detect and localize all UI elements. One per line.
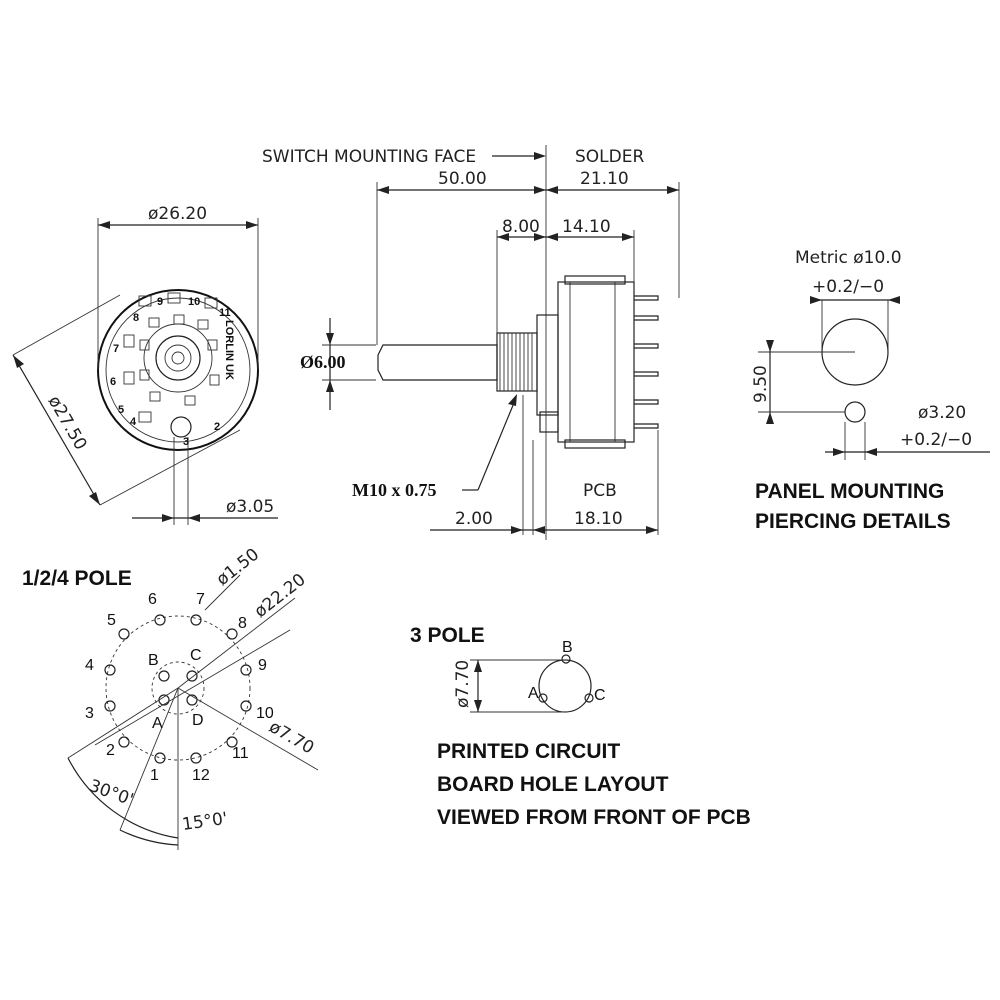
angle-30: 30°0' bbox=[86, 776, 136, 810]
panel-title-line2: PIERCING DETAILS bbox=[755, 510, 951, 533]
dim-950: 9.50 bbox=[751, 365, 771, 403]
pin-B: B bbox=[148, 652, 159, 669]
three-pole-title: 3 POLE bbox=[410, 624, 485, 647]
thread-label: M10 x 0.75 bbox=[352, 480, 437, 500]
switch-mounting-face-label: SWITCH MOUNTING FACE bbox=[262, 147, 476, 167]
pole-layout-title: 1/2/4 POLE bbox=[22, 567, 132, 590]
three-pole-pin-B: B bbox=[562, 639, 573, 656]
threaded-bush bbox=[496, 332, 538, 392]
caption-line3: VIEWED FROM FRONT OF PCB bbox=[437, 806, 751, 829]
pcb-label: PCB bbox=[583, 481, 617, 501]
three-pole-pin-C: C bbox=[594, 687, 606, 704]
face-digit-8: 8 bbox=[133, 312, 139, 324]
inner-pitch-circle bbox=[151, 661, 205, 715]
dim-2: 2.00 bbox=[455, 509, 493, 529]
bush-outline bbox=[143, 323, 213, 393]
pcb-caption: PRINTED CIRCUIT BOARD HOLE LAYOUT VIEWED… bbox=[437, 740, 751, 829]
three-pole-pin-A: A bbox=[528, 685, 539, 702]
outer-pitch-circle bbox=[105, 615, 251, 761]
dim-21: 21.10 bbox=[580, 169, 629, 189]
panel-tolerance-2: +0.2/−0 bbox=[900, 430, 972, 450]
panel-locating-hole bbox=[844, 401, 866, 423]
shaft-bore bbox=[164, 344, 192, 372]
dim-320: ø3.20 bbox=[918, 403, 966, 423]
dim-14: 14.10 bbox=[562, 217, 611, 237]
inner-holes bbox=[158, 670, 198, 706]
panel-tolerance-1: +0.2/−0 bbox=[812, 277, 884, 297]
pin-8: 8 bbox=[238, 615, 247, 632]
face-digit-7: 7 bbox=[113, 343, 119, 355]
panel-piercing: Metric ø10.0 +0.2/−0 9.50 ø3.20 +0.2/−0 … bbox=[751, 248, 990, 533]
dim-stop-dia: ø3.05 bbox=[226, 497, 274, 517]
shaft-center bbox=[171, 351, 185, 365]
pin-D: D bbox=[192, 712, 204, 729]
pin-2: 2 bbox=[106, 742, 115, 759]
panel-metric-dia: Metric ø10.0 bbox=[795, 248, 902, 268]
pin-4: 4 bbox=[85, 657, 94, 674]
three-pole-pitch-circle bbox=[538, 659, 592, 713]
solder-label: SOLDER bbox=[575, 147, 644, 167]
switch-face-ring bbox=[105, 297, 251, 443]
face-digit-10: 10 bbox=[188, 296, 200, 308]
pin-A: A bbox=[152, 715, 163, 732]
dim-outer-dia: ø27.50 bbox=[44, 393, 91, 454]
pin-3: 3 bbox=[85, 705, 94, 722]
three-pole-layout: 3 POLE ø7.70 A B C bbox=[410, 624, 606, 713]
pin-9: 9 bbox=[258, 657, 267, 674]
pole-layout: 1/2/4 POLE 1 2 3 4 5 bbox=[22, 544, 319, 850]
face-digit-11: 11 bbox=[219, 307, 231, 319]
side-view: SWITCH MOUNTING FACE SOLDER 50.00 21.10 … bbox=[262, 145, 680, 540]
pin-7: 7 bbox=[196, 591, 205, 608]
face-brand-label: LORLIN UK bbox=[223, 320, 235, 380]
face-digit-3: 3 bbox=[183, 436, 189, 448]
dim-body-dia: ø26.20 bbox=[148, 204, 207, 224]
shaft bbox=[377, 344, 498, 381]
top-view: 2 3 4 5 6 7 8 9 10 11 LORLIN UK ø26.20 ø… bbox=[12, 204, 278, 525]
caption-line1: PRINTED CIRCUIT bbox=[437, 740, 620, 763]
dim-8: 8.00 bbox=[502, 217, 540, 237]
dim-line-outer-dia bbox=[12, 354, 101, 506]
dim-18: 18.10 bbox=[574, 509, 623, 529]
flange bbox=[536, 314, 559, 416]
contact-slots bbox=[123, 292, 220, 423]
outer-holes bbox=[104, 614, 252, 764]
pin-1: 1 bbox=[150, 767, 159, 784]
face-digit-5: 5 bbox=[118, 404, 124, 416]
face-digit-6: 6 bbox=[110, 376, 116, 388]
dim-shaft-dia: Ø6.00 bbox=[300, 352, 346, 372]
three-pole-dim: ø7.70 bbox=[453, 660, 473, 708]
pin-10: 10 bbox=[256, 705, 274, 722]
face-digit-4: 4 bbox=[130, 416, 137, 428]
dim-outer-pitch: ø22.20 bbox=[251, 570, 310, 622]
stop-pin bbox=[170, 416, 192, 438]
face-digit-2: 2 bbox=[214, 421, 220, 433]
shaft-outline bbox=[155, 335, 201, 381]
dim-inner-pitch: ø7.70 bbox=[266, 717, 318, 758]
dim-50: 50.00 bbox=[438, 169, 487, 189]
pin-5: 5 bbox=[107, 612, 116, 629]
pin-11: 11 bbox=[232, 745, 249, 762]
angle-15: 15°0' bbox=[181, 809, 229, 835]
solder-tags bbox=[634, 295, 659, 429]
dim-hole-dia: ø1.50 bbox=[213, 544, 263, 589]
pin-C: C bbox=[190, 647, 202, 664]
caption-line2: BOARD HOLE LAYOUT bbox=[437, 773, 669, 796]
panel-title-line1: PANEL MOUNTING bbox=[755, 480, 944, 503]
switch-wafer bbox=[557, 281, 635, 443]
pin-12: 12 bbox=[192, 767, 210, 784]
pin-6: 6 bbox=[148, 591, 157, 608]
face-digit-9: 9 bbox=[157, 296, 163, 308]
